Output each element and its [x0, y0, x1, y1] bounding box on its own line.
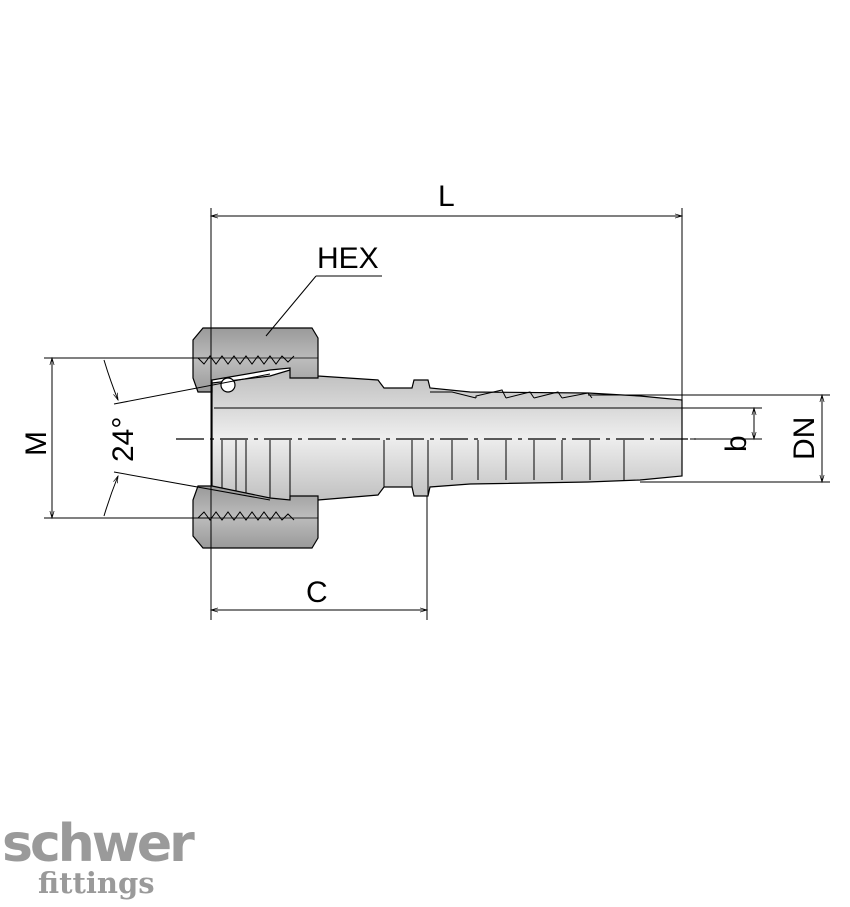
label-DN: DN	[788, 417, 821, 460]
dim-M	[44, 356, 210, 520]
stem-outline	[211, 369, 683, 506]
brand-name: schwer	[2, 814, 195, 874]
label-angle: 24°	[107, 417, 140, 462]
fitting-body	[211, 369, 683, 506]
dim-DN	[588, 393, 830, 484]
o-ring	[220, 377, 236, 393]
dim-angle	[103, 359, 271, 517]
barbs	[221, 389, 625, 500]
dim-b	[682, 406, 762, 441]
nut-lower	[192, 485, 319, 549]
dim-L	[209, 208, 684, 620]
dim-C	[209, 496, 429, 620]
thread-upper	[197, 355, 295, 365]
label-hex: HEX	[317, 242, 379, 275]
hex-leader	[265, 275, 382, 337]
thread-lower	[197, 511, 295, 521]
nut-upper	[192, 327, 319, 393]
label-C: C	[306, 576, 328, 609]
brand-logo: schwer fittings	[2, 818, 202, 903]
label-M: M	[20, 431, 53, 456]
brand-sub: fittings	[38, 866, 155, 900]
label-b: b	[720, 435, 753, 452]
label-L: L	[438, 180, 455, 213]
